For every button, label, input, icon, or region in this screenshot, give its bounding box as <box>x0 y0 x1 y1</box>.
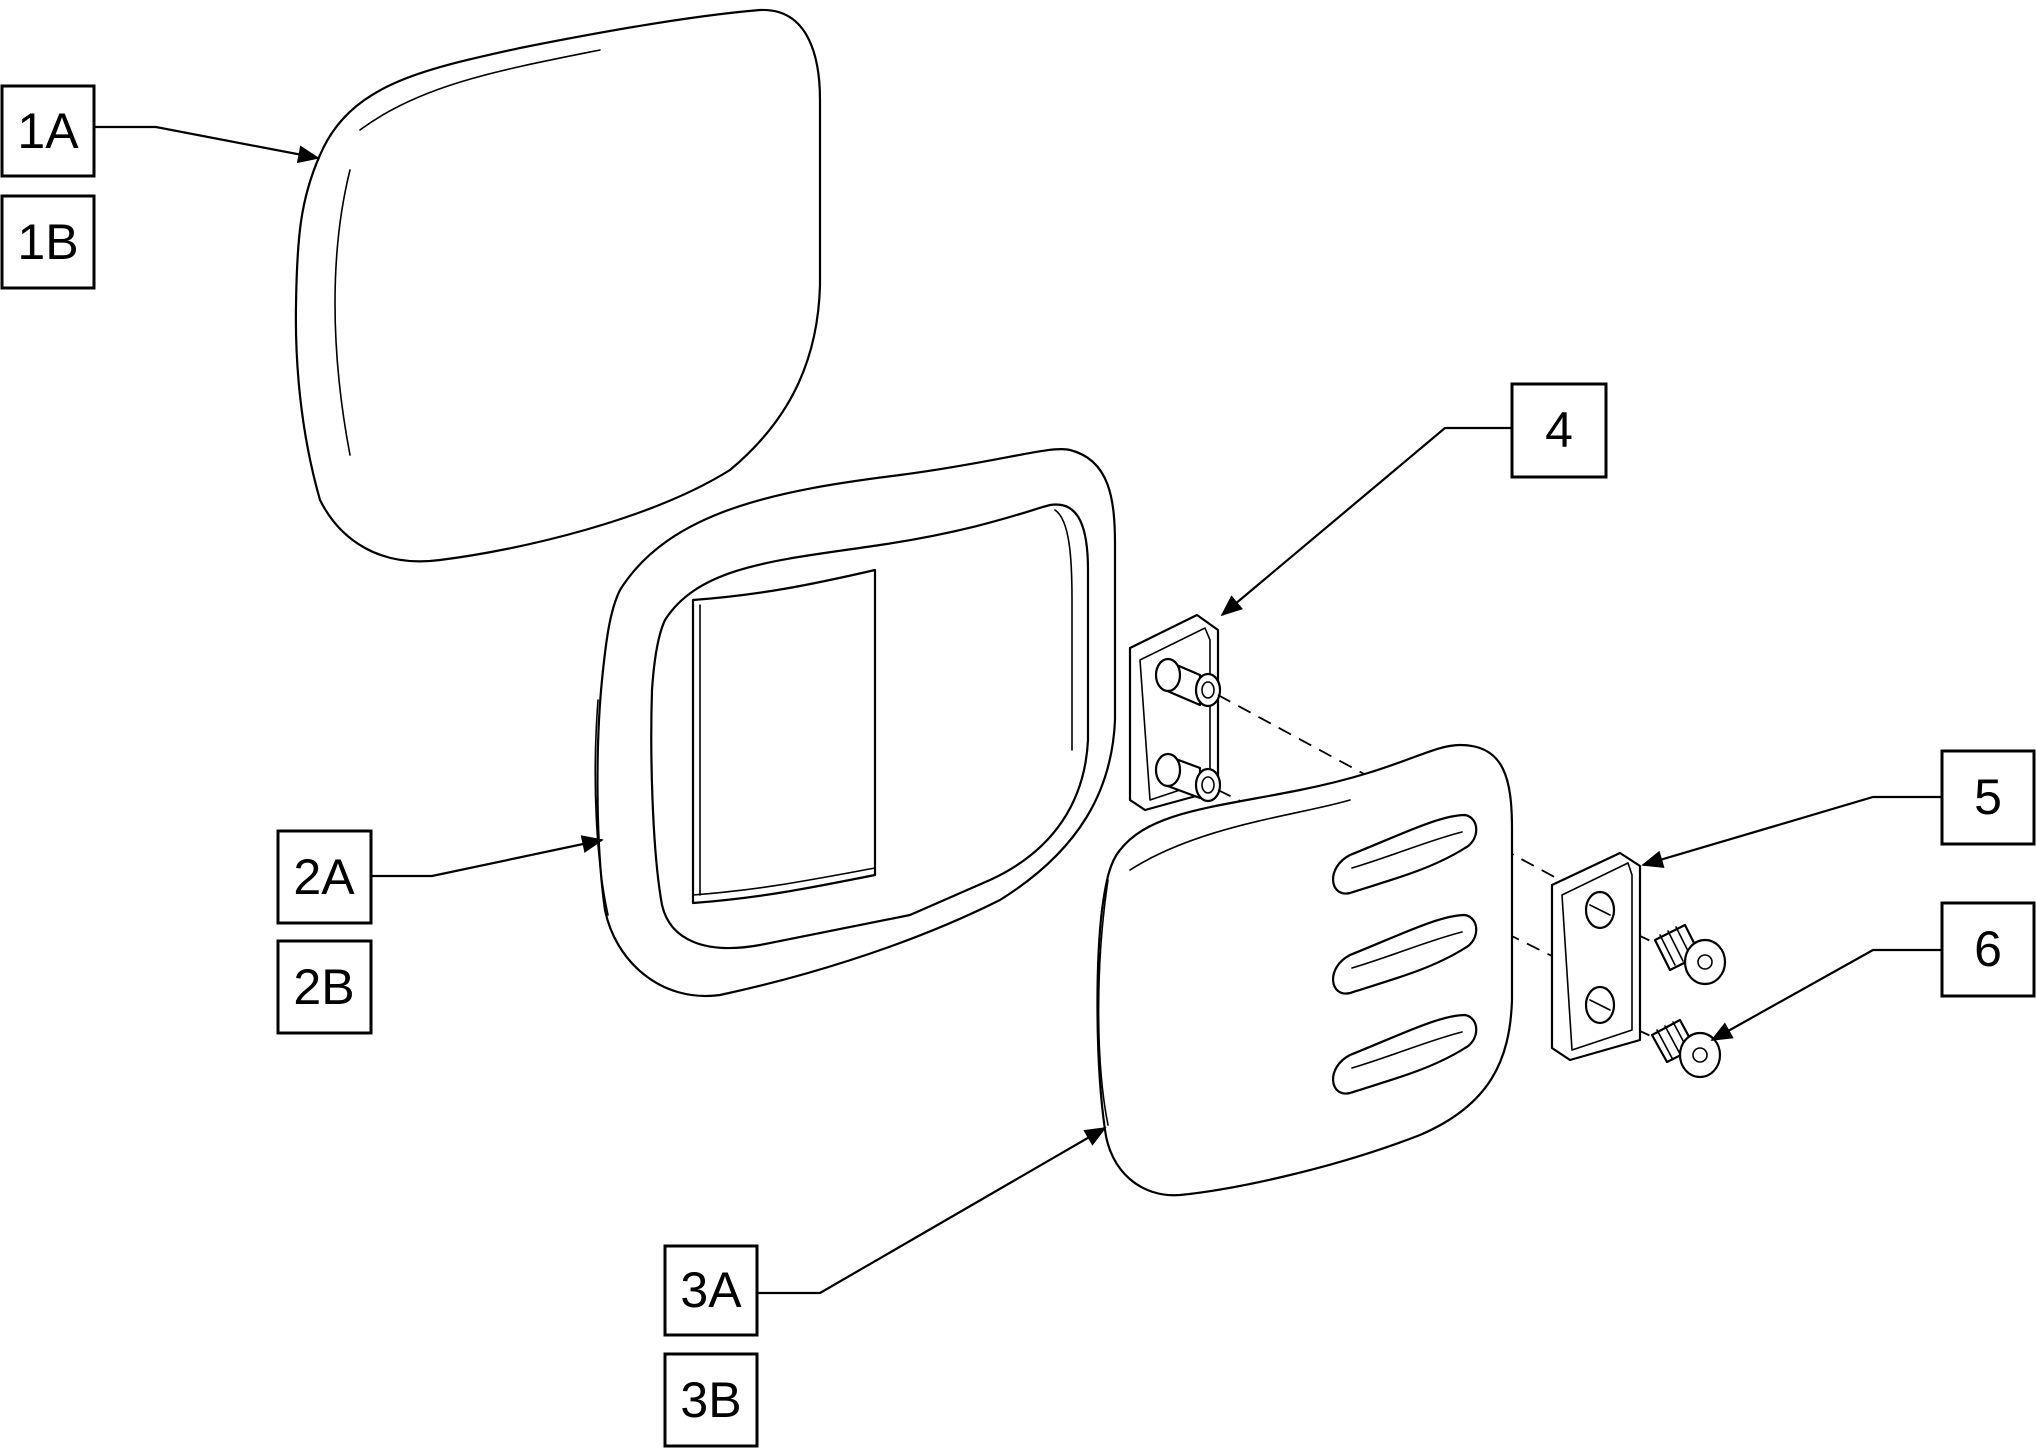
plate-hole-bottom <box>1584 985 1616 1025</box>
slot-bottom <box>1332 1013 1478 1095</box>
slot-top <box>1332 813 1478 895</box>
callout-2b: 2B <box>276 939 373 1035</box>
callout-6-label: 6 <box>1974 921 2002 977</box>
part-2-frame <box>594 448 1117 998</box>
bracket-post-bottom <box>1154 752 1222 803</box>
callout-1b: 1B <box>0 194 96 290</box>
callout-3a-label: 3A <box>680 1262 742 1318</box>
leader-6 <box>1710 948 1942 1041</box>
callout-1b-label: 1B <box>17 214 78 270</box>
callout-4: 4 <box>1510 382 1608 479</box>
callout-4-label: 4 <box>1545 402 1573 458</box>
bracket-post-top <box>1154 657 1222 708</box>
part-3-back-shell <box>1096 743 1514 1197</box>
plate-hole-top <box>1584 890 1616 930</box>
part-6-screw-top <box>1653 923 1727 986</box>
part-1-pad-cover <box>294 8 822 563</box>
callout-1a-label: 1A <box>17 103 79 159</box>
leader-5 <box>1641 795 1942 869</box>
callout-6: 6 <box>1940 901 2036 998</box>
leader-4 <box>1220 426 1512 617</box>
callout-2a-label: 2A <box>293 849 355 905</box>
callout-3a: 3A <box>663 1244 759 1337</box>
part-6-screw-bottom <box>1650 1018 1722 1079</box>
callout-3b-label: 3B <box>680 1372 741 1428</box>
leader-3a <box>756 1127 1107 1295</box>
part-5-plate <box>1550 851 1642 1062</box>
callout-2a: 2A <box>276 829 373 925</box>
callout-5-label: 5 <box>1974 769 2002 825</box>
slot-middle <box>1332 913 1478 995</box>
callout-5: 5 <box>1940 749 2036 846</box>
callout-2b-label: 2B <box>293 959 354 1015</box>
leader-lines <box>94 125 1942 1295</box>
callout-3b: 3B <box>663 1352 759 1448</box>
part-4-bracket <box>1128 613 1222 812</box>
leader-2a <box>372 835 604 878</box>
leader-1a <box>94 125 320 164</box>
callout-1a: 1A <box>0 84 96 178</box>
